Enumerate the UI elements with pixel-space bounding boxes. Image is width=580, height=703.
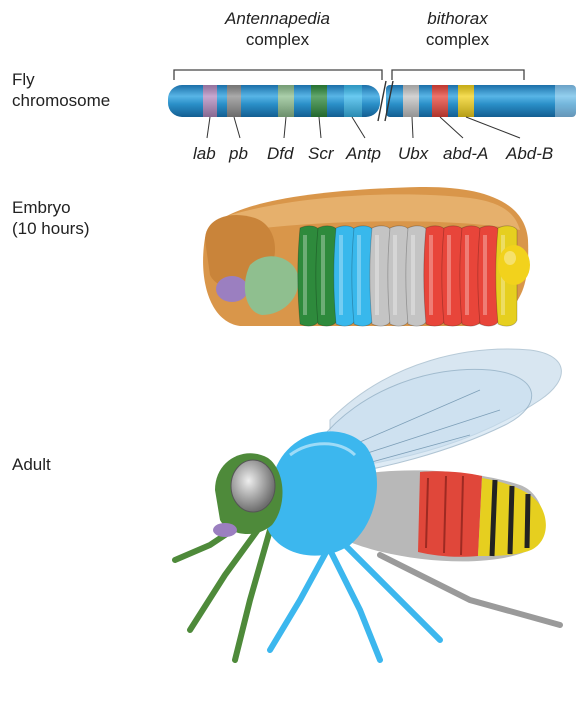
leader-ubx	[412, 117, 413, 138]
gene-band-shade-antp	[344, 85, 362, 117]
leader-pb	[234, 117, 240, 138]
embryo-segment-shine	[447, 235, 451, 315]
embryo-tail	[498, 245, 530, 285]
embryo-segment-shine	[357, 235, 361, 315]
embryo-segment-shine	[393, 235, 397, 315]
leader-scr	[319, 117, 321, 138]
leader-antp	[352, 117, 365, 138]
legs-blue	[270, 545, 440, 660]
embryo-segment-shine	[339, 235, 343, 315]
gene-band-shade-dfd	[278, 85, 294, 117]
fly-chromosome	[168, 70, 577, 138]
adult-fly	[175, 349, 561, 660]
gene-band-shade-pb	[227, 85, 241, 117]
leader-dfd	[284, 117, 286, 138]
gene-band-shade-scr	[311, 85, 327, 117]
leader-abd-a	[440, 117, 463, 138]
gene-band-shade-abd-a	[432, 85, 448, 117]
embryo-tail-shine	[504, 251, 516, 265]
embryo-segment-shine	[303, 235, 307, 315]
compound-eye	[231, 460, 275, 512]
leg-gray	[380, 555, 560, 625]
embryo	[203, 187, 530, 326]
gene-band-shade-abd-b	[458, 85, 474, 117]
proboscis	[213, 523, 237, 537]
embryo-segments	[298, 226, 517, 326]
gene-band-shade-ubx	[403, 85, 419, 117]
bithorax-bracket	[392, 70, 524, 80]
embryo-segment-shine	[411, 235, 415, 315]
leader-lab	[207, 117, 210, 138]
embryo-lab-region	[216, 276, 248, 302]
embryo-segment-shine	[465, 235, 469, 315]
chromosome-fade	[555, 85, 577, 117]
embryo-segment-shine	[375, 235, 379, 315]
embryo-segment-shine	[429, 235, 433, 315]
leader-abd-b	[466, 117, 520, 138]
embryo-segment-shine	[321, 235, 325, 315]
antennapedia-bracket	[174, 70, 382, 80]
embryo-segment-shine	[483, 235, 487, 315]
gene-band-shade-lab	[203, 85, 217, 117]
